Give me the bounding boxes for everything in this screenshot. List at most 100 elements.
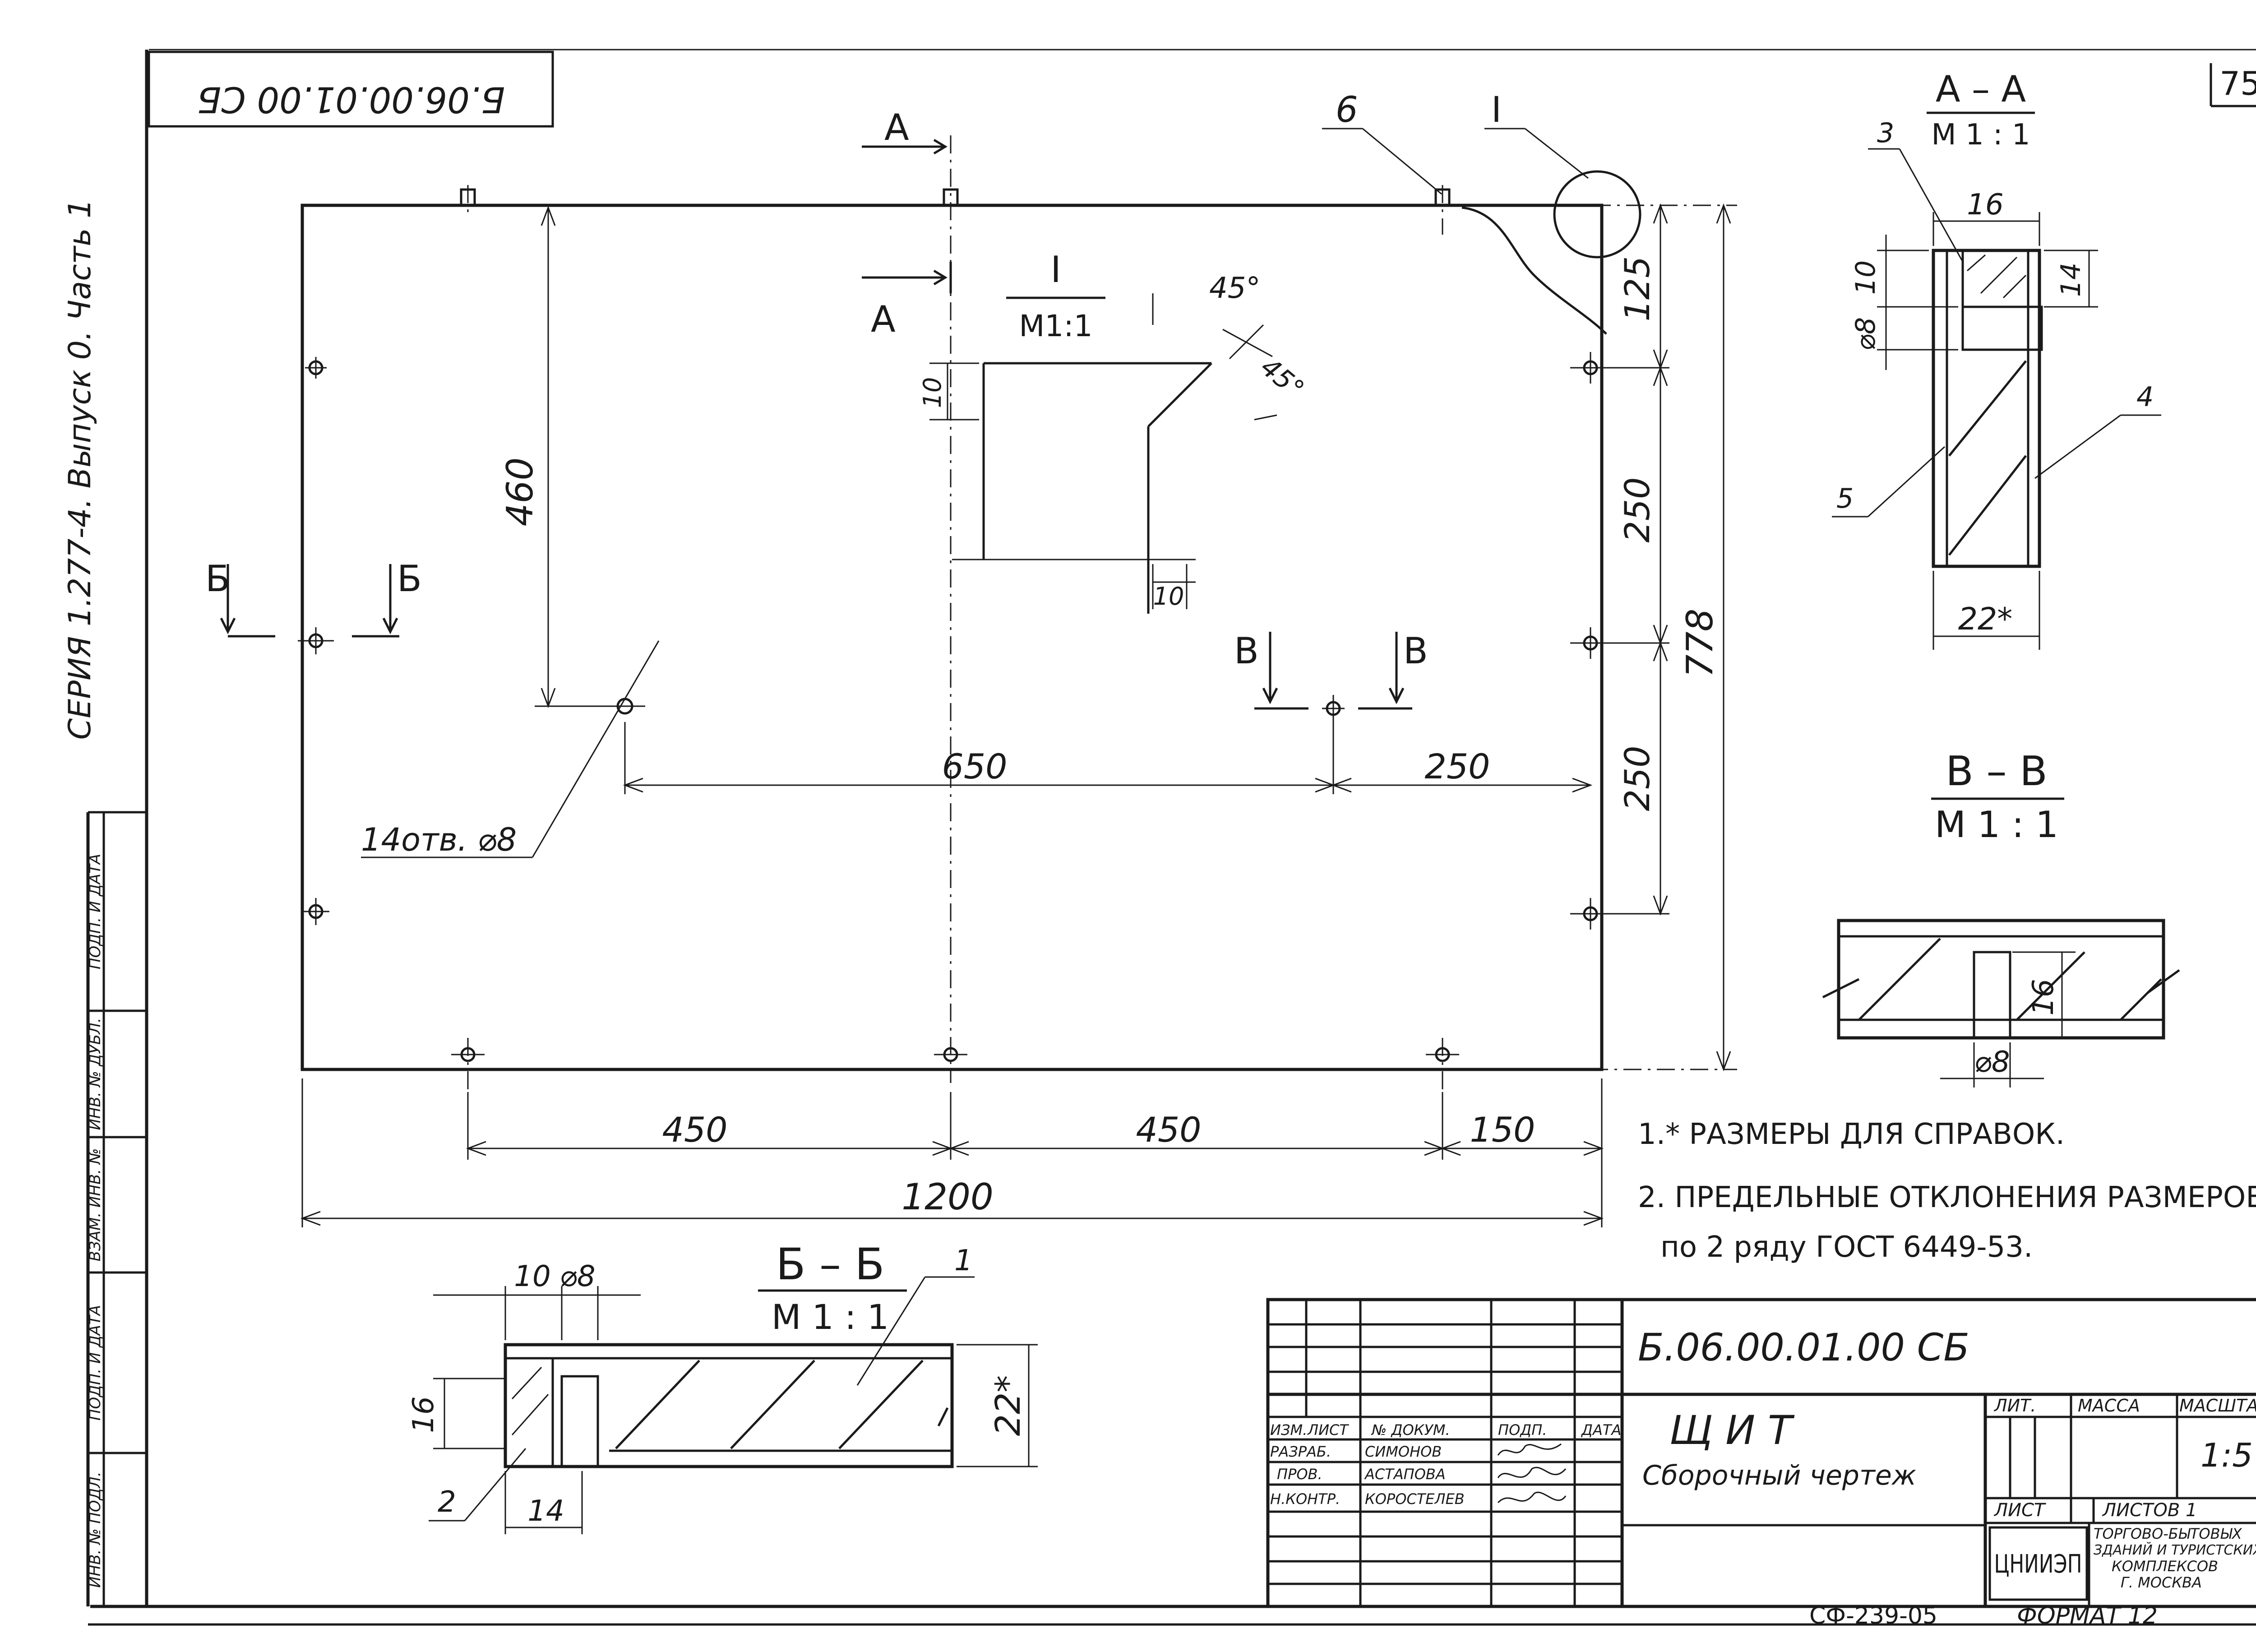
organization-logo-icon — [1988, 1526, 2088, 1601]
signature-scribbles — [1497, 1443, 1567, 1504]
main-view: 6 I А А — [205, 90, 1737, 1227]
tb-org-line-4: Г. МОСКВА — [2121, 1574, 2202, 1591]
section-mark-V-left: В — [1234, 630, 1259, 672]
detail-I: I М1:1 10 10 45° 45° — [918, 249, 1310, 614]
section-AA-dim-22: 22* — [1958, 602, 2013, 637]
detail-I-circle — [1553, 170, 1641, 259]
detail-I-title: I — [1050, 249, 1061, 291]
section-AA-title: А – А — [1936, 68, 2026, 110]
strip-label-2: ИНВ. № ДУБЛ. — [86, 1018, 104, 1130]
hole-icon — [934, 1047, 967, 1062]
sheet-frame — [88, 49, 2256, 1626]
section-V-V: В – В М 1 : 1 16 ⌀8 — [1822, 748, 2180, 1087]
tb-header-list: ЛИСТ — [1307, 1421, 1349, 1439]
code-stamp: Б.06.00.01.00 СБ — [148, 51, 554, 128]
section-BB-dim-22: 22* — [988, 1375, 1028, 1436]
section-mark-B-left: Б — [205, 558, 230, 600]
dim-1200: 1200 — [901, 1176, 994, 1218]
section-BB-dim-10: 10 — [514, 1260, 550, 1293]
dim-650: 650 — [942, 746, 1007, 787]
dim-450-b: 450 — [1136, 1110, 1201, 1150]
format-label: ФОРМАТ 12 — [2017, 1602, 2158, 1629]
tb-scale-value: 1:5 — [2201, 1436, 2253, 1474]
detail-angle-45-a: 45° — [1209, 272, 1260, 305]
note-1: 1.* РАЗМЕРЫ ДЛЯ СПРАВОК. — [1638, 1118, 2065, 1151]
section-AA-item-5: 5 — [1836, 483, 1854, 514]
tb-header-data: ДАТА — [1581, 1421, 1621, 1439]
section-B-B: Б – Б М 1 : 1 16 22* 10 ⌀8 14 1 — [407, 1239, 1038, 1534]
callout-6: 6 — [1336, 90, 1358, 130]
section-mark-A-top: А — [884, 106, 909, 148]
strip-label-4: ПОДП. И ДАТА — [86, 1305, 104, 1421]
dim-250-a: 250 — [1617, 477, 1657, 542]
holes-note: 14отв. ⌀8 — [361, 640, 660, 858]
section-AA-dim-16: 16 — [1967, 188, 2003, 222]
dim-450-a: 450 — [662, 1110, 727, 1150]
copy-code: СФ-239-05 — [1809, 1602, 1937, 1629]
section-mark-A-bottom: А — [871, 298, 896, 340]
section-BB-scale: М 1 : 1 — [772, 1297, 889, 1337]
dimension-chain-bottom: 450 450 150 1200 — [300, 1078, 1604, 1227]
tb-org-line-1: ТОРГОВО-БЫТОВЫХ — [2094, 1525, 2242, 1542]
page-mark: 75 — [2210, 63, 2256, 107]
detail-angle-45-b: 45° — [1255, 352, 1310, 405]
tb-header-ndok: № ДОКУМ. — [1371, 1421, 1450, 1439]
tb-role-2: ПРОВ. — [1277, 1466, 1322, 1483]
tb-role-3: Н.КОНТР. — [1270, 1490, 1340, 1508]
tb-scale-label: МАСШТАБ — [2179, 1396, 2256, 1416]
section-BB-item-1: 1 — [954, 1244, 973, 1277]
left-strip: ПОДП. И ДАТА ИНВ. № ДУБЛ. ВЗАМ. ИНВ. № П… — [86, 811, 147, 1606]
section-BB-title: Б – Б — [776, 1239, 885, 1290]
strip-label-3: ВЗАМ. ИНВ. № — [86, 1148, 104, 1262]
section-AA-dim-10: 10 — [1850, 260, 1882, 295]
hole-icon — [298, 627, 334, 654]
code-stamp-text: Б.06.00.01.00 СБ — [197, 79, 505, 120]
tb-name-1: СИМОНОВ — [1365, 1443, 1442, 1460]
note-2: 2. ПРЕДЕЛЬНЫЕ ОТКЛОНЕНИЯ РАЗМЕРОВ — [1638, 1181, 2256, 1214]
tb-sheet-label: ЛИСТ — [1993, 1500, 2047, 1521]
tb-header-podp: ПОДП. — [1498, 1421, 1547, 1439]
hole-icon — [1426, 1047, 1459, 1062]
note-3: по 2 ряду ГОСТ 6449-53. — [1660, 1231, 2033, 1264]
tb-subtitle: Сборочный чертеж — [1642, 1460, 1916, 1491]
holes-note-text: 14отв. ⌀8 — [361, 821, 517, 858]
detail-I-scale: М1:1 — [1019, 309, 1092, 343]
tb-role-1: РАЗРАБ. — [1270, 1443, 1331, 1460]
section-VV-title: В – В — [1946, 748, 2048, 795]
hole-icon — [1322, 695, 1345, 722]
section-A-A: А – А М 1 : 1 16 10 ⌀8 14 22* 3 — [1832, 68, 2161, 650]
page-number: 75 — [2219, 65, 2256, 102]
tb-name-2: АСТАПОВА — [1364, 1466, 1446, 1483]
dim-250-b: 250 — [1617, 745, 1657, 811]
dim-250-c: 250 — [1424, 746, 1490, 787]
tb-org-logo: ЦНИИЭП — [1994, 1550, 2082, 1579]
hole-icon — [302, 898, 329, 925]
hole-icon — [451, 1047, 485, 1062]
detail-dim-10-b: 10 — [1153, 582, 1184, 611]
dimension-650-250: 650 250 — [623, 722, 1593, 794]
tb-org-line-3: КОМПЛЕКСОВ — [2112, 1558, 2218, 1575]
strip-label-5: ИНВ. № ПОДЛ. — [86, 1472, 104, 1587]
callout-I: I — [1491, 90, 1502, 130]
tb-sheets-label: ЛИСТОВ 1 — [2102, 1500, 2197, 1521]
section-AA-dim-14: 14 — [2055, 263, 2087, 297]
dim-778: 778 — [1679, 609, 1721, 678]
tb-designation: Б.06.00.01.00 СБ — [1638, 1325, 1969, 1370]
section-BB-dim-14: 14 — [527, 1495, 564, 1528]
notes: 1.* РАЗМЕРЫ ДЛЯ СПРАВОК. 2. ПРЕДЕЛЬНЫЕ О… — [1638, 1118, 2256, 1264]
section-VV-scale: М 1 : 1 — [1935, 804, 2058, 846]
section-mark-V-right: В — [1403, 630, 1428, 672]
section-AA-item-4: 4 — [2136, 381, 2154, 413]
section-VV-dim-phi8: ⌀8 — [1974, 1046, 2010, 1079]
tb-massa-label: МАССА — [2078, 1396, 2140, 1416]
tb-header-izm: ИЗМ. — [1270, 1421, 1307, 1439]
section-BB-dim-16: 16 — [407, 1396, 440, 1433]
title-block: ИЗМ. ЛИСТ № ДОКУМ. ПОДП. ДАТА РАЗРАБ. СИ… — [1266, 1298, 2256, 1608]
section-BB-dim-phi8: ⌀8 — [559, 1260, 595, 1293]
tb-name: Щ И Т — [1669, 1407, 1795, 1453]
section-VV-dim-16: 16 — [2027, 979, 2060, 1015]
dimension-chain-right: 125 250 250 778 — [1597, 203, 1731, 1072]
detail-dim-10-a: 10 — [918, 377, 947, 408]
svg-text:460: 460 — [499, 458, 541, 527]
